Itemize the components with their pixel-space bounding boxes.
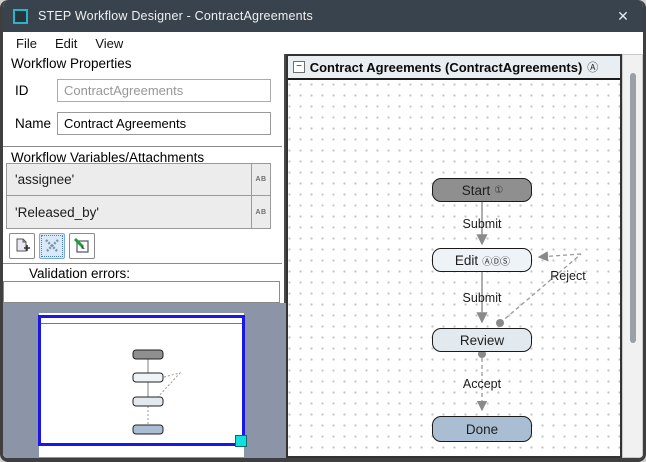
- name-label: Name: [15, 116, 52, 131]
- workflow-edges: [476, 202, 582, 412]
- edge-reject-diagonal: [499, 253, 582, 324]
- minimap-diagram: [132, 349, 182, 435]
- scrollbar-thumb[interactable]: [630, 73, 636, 343]
- divider: [3, 146, 282, 147]
- id-field[interactable]: [57, 79, 271, 102]
- workflow-canvas[interactable]: Start ① Edit ⒶⒹⓈ Review Done Submit Subm…: [288, 80, 620, 456]
- node-edit[interactable]: Edit ⒶⒹⓈ: [432, 248, 532, 272]
- node-label: Start: [461, 182, 491, 198]
- workflow-variables-heading: Workflow Variables/Attachments: [11, 150, 205, 165]
- delete-variable-button[interactable]: [39, 233, 65, 259]
- collapse-button[interactable]: −: [293, 61, 305, 73]
- window-title: STEP Workflow Designer - ContractAgreeme…: [38, 9, 313, 23]
- add-variable-button[interactable]: [9, 233, 35, 259]
- minimap-resize-handle[interactable]: [235, 435, 247, 447]
- right-area: − Contract Agreements (ContractAgreement…: [286, 54, 643, 458]
- diagram-panel: − Contract Agreements (ContractAgreement…: [286, 54, 622, 458]
- menubar: File Edit View: [3, 32, 643, 54]
- step-logo-icon: [13, 8, 28, 24]
- menu-file[interactable]: File: [16, 35, 37, 51]
- node-label: Edit: [454, 252, 479, 268]
- divider: [3, 263, 282, 264]
- anchor-state-icon: Ⓐ: [587, 62, 599, 74]
- diagram-header: − Contract Agreements (ContractAgreement…: [288, 56, 620, 80]
- name-field[interactable]: [57, 112, 271, 135]
- node-review[interactable]: Review: [432, 328, 532, 352]
- id-label: ID: [15, 83, 29, 98]
- initial-state-icon: ①: [494, 184, 503, 196]
- variable-name: 'Released_by': [15, 204, 99, 220]
- validation-errors-box: [3, 281, 280, 303]
- left-panel: Workflow Properties ID Name Workflow Var…: [3, 54, 286, 458]
- state-flags-icons: ⒶⒹⓈ: [482, 256, 510, 268]
- menu-edit[interactable]: Edit: [54, 35, 78, 51]
- node-label: Done: [465, 421, 499, 437]
- assign-pen-icon: [73, 237, 89, 253]
- variable-name: 'assignee': [15, 172, 75, 187]
- node-done[interactable]: Done: [432, 416, 532, 442]
- vertical-scrollbar[interactable]: [622, 54, 643, 458]
- string-type-badge: AB: [251, 164, 270, 195]
- variable-row-assignee[interactable]: 'assignee' AB: [7, 164, 270, 196]
- variable-row-released-by[interactable]: 'Released_by' AB: [7, 196, 270, 228]
- edge-label-submit-2: Submit: [462, 291, 502, 305]
- menu-view[interactable]: View: [95, 35, 124, 51]
- titlebar: STEP Workflow Designer - ContractAgreeme…: [3, 0, 643, 32]
- diagram-title: Contract Agreements (ContractAgreements): [309, 59, 583, 75]
- main-area: Workflow Properties ID Name Workflow Var…: [3, 54, 643, 458]
- edge-label-accept: Accept: [462, 377, 502, 391]
- delete-cross-icon: [45, 239, 59, 253]
- edge-label-reject: Reject: [550, 269, 586, 283]
- new-document-plus-icon: [16, 238, 30, 252]
- variables-table: 'assignee' AB 'Released_by' AB: [6, 163, 271, 229]
- node-label: Review: [459, 332, 505, 348]
- minimap-header-strip: [41, 319, 242, 324]
- edge-port-dot: [496, 319, 504, 327]
- node-start[interactable]: Start ①: [432, 178, 532, 202]
- minimap: [3, 303, 286, 458]
- string-type-badge: AB: [251, 196, 270, 228]
- edge-label-submit-1: Submit: [462, 217, 502, 231]
- validation-errors-label: Validation errors:: [29, 266, 131, 281]
- edge-reject-horizontal: [537, 251, 582, 262]
- workflow-properties-heading: Workflow Properties: [11, 56, 132, 71]
- edit-variable-button[interactable]: [69, 233, 95, 259]
- edge-port-dot: [478, 350, 486, 358]
- close-button[interactable]: ✕: [617, 7, 629, 24]
